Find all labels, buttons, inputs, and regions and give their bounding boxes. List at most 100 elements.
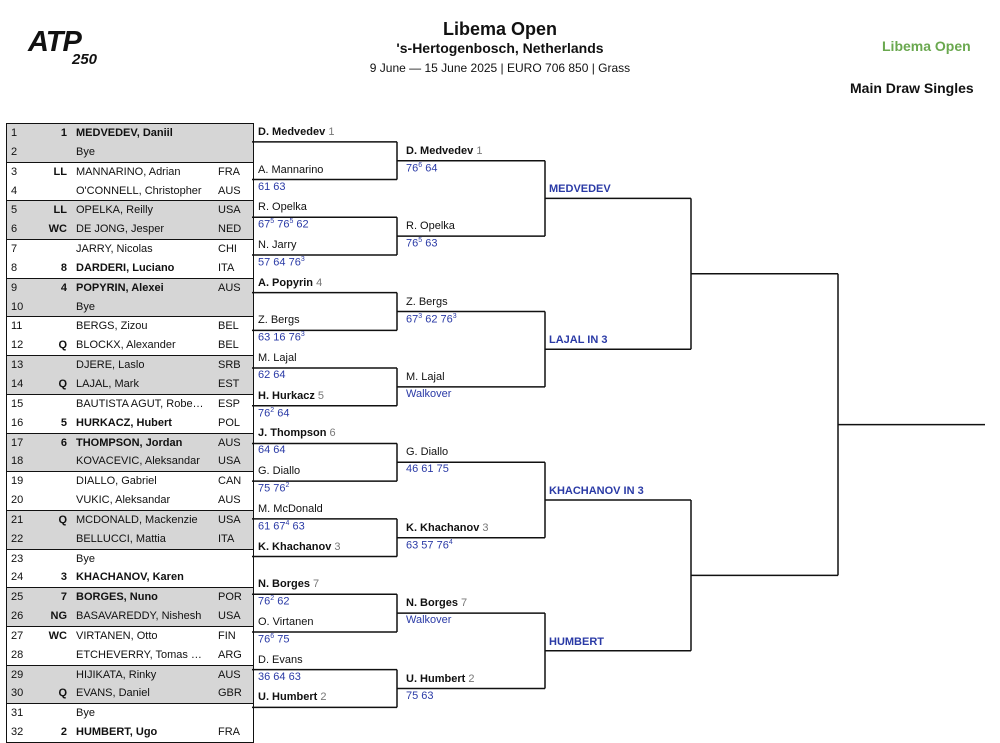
- player-name: MANNARINO, Adrian: [76, 165, 181, 178]
- draw-position: 29: [11, 668, 24, 681]
- draw-position: 4: [11, 184, 18, 197]
- bracket-player-name: U. Humbert 2: [406, 673, 474, 685]
- match-score: 675 765 62: [258, 218, 309, 231]
- player-name: VUKIC, Aleksandar: [76, 494, 171, 507]
- player-name: VIRTANEN, Otto: [76, 629, 158, 642]
- country-code: AUS: [218, 281, 241, 294]
- player-name: HURKACZ, Hubert: [76, 416, 172, 429]
- draw-position: 24: [11, 571, 24, 584]
- player-name: EVANS, Daniel: [76, 687, 150, 700]
- draw-position: 17: [11, 436, 24, 449]
- player-name: Z. Bergs: [258, 314, 300, 327]
- player-name: BLOCKX, Alexander: [76, 339, 176, 352]
- match-score: Walkover: [406, 614, 452, 627]
- player-name: Bye: [76, 707, 95, 720]
- country-code: FRA: [218, 165, 240, 178]
- seed-number: 7: [461, 597, 468, 610]
- draw-position: 30: [11, 687, 24, 700]
- player-name: DE JONG, Jesper: [76, 223, 165, 236]
- seed-number: 7: [313, 578, 320, 591]
- bracket-player-name: N. Borges 7: [258, 578, 319, 590]
- player-name: Bye: [76, 300, 95, 313]
- bracket-player-name: O. Virtanen: [258, 616, 313, 628]
- player-name: BERGS, Zizou: [76, 320, 148, 333]
- country-code: USA: [218, 610, 241, 623]
- draw-position: 11: [11, 320, 23, 333]
- seed-label: Q: [58, 687, 67, 700]
- player-name: U. Humbert: [406, 672, 466, 685]
- draw-position: 5: [11, 204, 18, 217]
- semifinal-prediction: MEDVEDEV: [549, 183, 611, 196]
- draw-label: Main Draw Singles: [850, 80, 974, 96]
- bracket-player-name: R. Opelka: [258, 201, 307, 213]
- match-score: 762 62: [258, 595, 290, 608]
- draw-position: 7: [11, 243, 18, 256]
- player-name: Z. Bergs: [406, 295, 448, 308]
- player-name: A. Mannarino: [258, 163, 324, 176]
- player-name: DIALLO, Gabriel: [76, 475, 157, 488]
- semifinal-prediction: KHACHANOV IN 3: [549, 485, 644, 497]
- seed-number: 5: [317, 389, 325, 402]
- match-score: 766 75: [258, 632, 290, 646]
- country-code: EST: [218, 377, 240, 390]
- country-code: AUS: [218, 494, 241, 507]
- seed-label: 6: [60, 436, 67, 449]
- match-score: 46 61 75: [406, 463, 449, 476]
- seed-label: WC: [48, 223, 67, 236]
- seed-label: 4: [60, 281, 67, 294]
- country-code: BEL: [218, 320, 239, 333]
- draw-position: 6: [11, 223, 18, 236]
- bracket-player-name: M. Lajal: [258, 352, 297, 364]
- bracket-player-name: Z. Bergs: [406, 296, 448, 308]
- match-score: 36 64 63: [258, 670, 301, 683]
- match-score: 766 64: [406, 161, 438, 175]
- bracket-player-name: H. Hurkacz 5: [258, 390, 324, 402]
- draw-position: 10: [11, 300, 24, 313]
- seed-label: Q: [58, 377, 67, 390]
- player-name: D. Medvedev: [258, 125, 326, 138]
- draw-position: 25: [11, 591, 24, 604]
- country-code: POL: [218, 416, 241, 429]
- bracket-player-name: A. Mannarino: [258, 164, 323, 176]
- bracket-player-name: N. Borges 7: [406, 597, 467, 609]
- seed-number: 2: [468, 672, 475, 685]
- semifinal-prediction: LAJAL IN 3: [549, 334, 608, 347]
- player-name: M. Lajal: [406, 370, 445, 383]
- player-name: MEDVEDEV, Daniil: [76, 127, 173, 139]
- player-name: BELLUCCI, Mattia: [76, 532, 166, 545]
- player-name: LAJAL, Mark: [76, 377, 139, 390]
- country-code: USA: [218, 513, 241, 526]
- player-name: KOVACEVIC, Aleksandar: [76, 455, 200, 468]
- match-score: 762 64: [258, 406, 290, 420]
- atp-logo-text: ATP: [28, 26, 82, 58]
- player-name: BAUTISTA AGUT, Robe…: [76, 397, 204, 410]
- entry-row: 10 Bye: [7, 297, 253, 318]
- bracket-player-name: U. Humbert 2: [258, 691, 326, 703]
- seed-label: 7: [60, 591, 67, 604]
- libema-open-logo: Libema Open: [882, 38, 971, 54]
- country-code: AUS: [218, 436, 241, 449]
- entry-row: 11 BERGS, Zizou BEL: [7, 317, 253, 336]
- player-name: KHACHANOV, Karen: [76, 571, 184, 584]
- draw-position: 22: [11, 532, 24, 545]
- country-code: USA: [218, 455, 241, 468]
- player-name: R. Opelka: [406, 220, 455, 233]
- player-name: HIJIKATA, Rinky: [76, 668, 157, 681]
- player-name: BORGES, Nuno: [76, 591, 158, 604]
